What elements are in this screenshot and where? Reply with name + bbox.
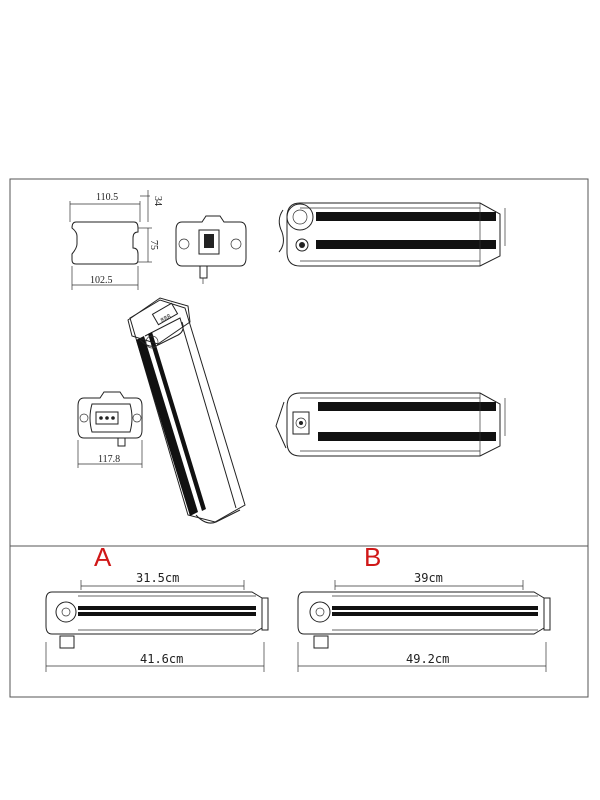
dim-end-width: 117.8	[98, 454, 120, 465]
top-panel-frame	[9, 178, 589, 547]
variant-a-label: A	[94, 542, 112, 572]
dim-width-top: 110.5	[96, 192, 118, 203]
dim-height-top: 34	[152, 196, 163, 206]
variant-a-drawing: A 31.5cm 41.6cm	[45, 542, 269, 672]
variant-b-label: B	[364, 542, 381, 572]
side-view-lower	[275, 392, 506, 457]
variant-a-total-length: 41.6cm	[140, 652, 183, 666]
side-view-upper	[278, 202, 506, 267]
end-view-switch	[175, 215, 247, 284]
dim-width-bottom: 102.5	[90, 275, 113, 286]
variant-a-inner-length: 31.5cm	[136, 571, 179, 585]
bottom-panel-frame	[9, 545, 589, 698]
isometric-battery: 888	[127, 297, 246, 524]
front-section-view: 110.5 34 75 102.5	[69, 190, 163, 290]
variant-b-drawing: B 39cm 49.2cm	[297, 542, 551, 672]
svg-text:888: 888	[159, 313, 172, 325]
variant-b-total-length: 49.2cm	[406, 652, 449, 666]
end-view-display: 117.8	[77, 391, 143, 468]
dim-height-side: 75	[148, 240, 159, 250]
variant-b-inner-length: 39cm	[414, 571, 443, 585]
